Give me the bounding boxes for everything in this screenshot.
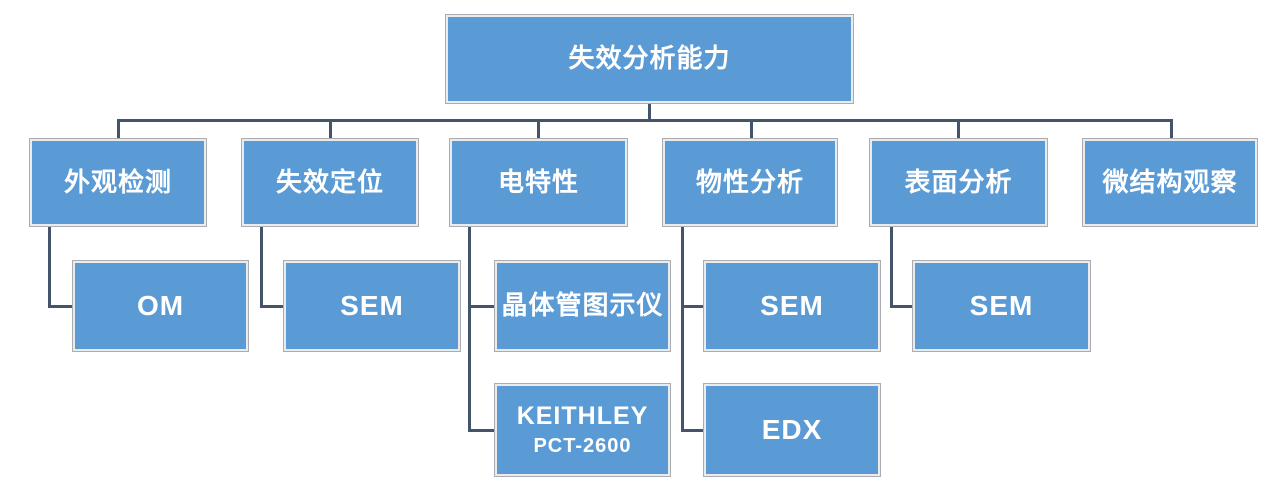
connector-stub-transistor-curve-tracer xyxy=(467,304,495,308)
node-label-sem-failure-localization: SEM xyxy=(340,289,404,321)
node-label-microstructure-observation: 微结构观察 xyxy=(1102,166,1238,197)
node-label-appearance-inspection: 外观检测 xyxy=(63,166,172,197)
connector-hang-appearance-inspection xyxy=(47,226,51,308)
node-sem-physical: SEM xyxy=(703,260,881,352)
node-label-om: OM xyxy=(136,289,185,321)
connector-drop-appearance-inspection xyxy=(116,119,120,140)
node-transistor-curve-tracer: 晶体管图示仪 xyxy=(494,260,671,352)
connector-drop-failure-localization xyxy=(328,119,332,140)
connector-stub-om xyxy=(47,304,73,308)
node-sem-surface: SEM xyxy=(912,260,1091,352)
node-sem-failure-localization: SEM xyxy=(283,260,461,352)
node-microstructure-observation: 微结构观察 xyxy=(1082,138,1258,227)
connector-hang-electrical-characteristics xyxy=(467,226,471,432)
node-edx: EDX xyxy=(703,383,881,477)
connector-root-stem xyxy=(648,103,651,120)
connector-stub-sem-physical xyxy=(680,304,704,308)
connector-hang-failure-localization xyxy=(259,226,263,308)
node-om: OM xyxy=(72,260,249,352)
node-failure-analysis-capability: 失效分析能力 xyxy=(445,14,854,104)
node-physical-property-analysis: 物性分析 xyxy=(662,138,838,227)
connector-drop-microstructure-observation xyxy=(1169,119,1173,140)
node-label-sem-surface: SEM xyxy=(969,289,1034,321)
connector-stub-sem-surface xyxy=(889,304,913,308)
connector-stub-keithley xyxy=(467,428,495,432)
connector-drop-electrical-characteristics xyxy=(536,119,540,140)
connector-stub-sem-failure-localization xyxy=(259,304,284,308)
node-electrical-characteristics: 电特性 xyxy=(449,138,628,227)
node-label-failure-localization: 失效定位 xyxy=(275,166,384,197)
connector-level2-bus xyxy=(116,119,1173,122)
node-label-surface-analysis: 表面分析 xyxy=(904,166,1013,197)
node-label-edx: EDX xyxy=(761,413,823,445)
node-label-electrical-characteristics: 电特性 xyxy=(497,166,579,197)
node-label-keithley: KEITHLEY xyxy=(516,401,649,430)
node-keithley-pct-2600: KEITHLEY PCT-2600 xyxy=(494,383,671,477)
node-label-transistor-curve-tracer: 晶体管图示仪 xyxy=(501,290,664,321)
connector-hang-physical-property-analysis xyxy=(680,226,684,432)
node-label-pct-2600: PCT-2600 xyxy=(533,435,632,458)
node-failure-localization: 失效定位 xyxy=(241,138,419,227)
connector-stub-edx xyxy=(680,428,704,432)
node-appearance-inspection: 外观检测 xyxy=(29,138,207,227)
connector-drop-physical-property-analysis xyxy=(749,119,753,140)
connector-hang-surface-analysis xyxy=(889,226,893,308)
node-surface-analysis: 表面分析 xyxy=(869,138,1048,227)
node-label-physical-property-analysis: 物性分析 xyxy=(695,166,804,197)
node-label-failure-analysis-capability: 失效分析能力 xyxy=(568,43,731,74)
node-label-sem-physical: SEM xyxy=(760,289,824,321)
connector-drop-surface-analysis xyxy=(956,119,960,140)
